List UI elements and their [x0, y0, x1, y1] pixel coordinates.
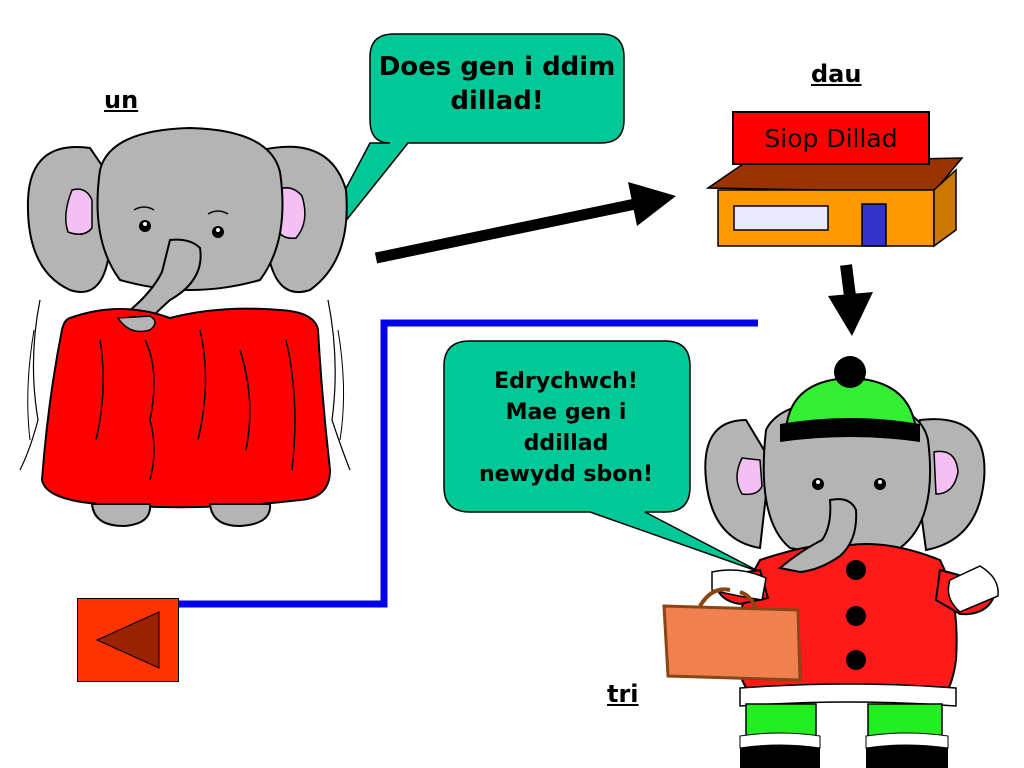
bubble-two-line-1: Edrychwch!: [494, 369, 638, 394]
path-line: [179, 319, 758, 608]
bubble-two-line-2: Mae gen i: [505, 400, 627, 425]
arrow-down-icon: [828, 264, 873, 336]
clothes-shop: [705, 111, 964, 248]
shop-window: [733, 205, 829, 231]
bag: [662, 604, 802, 682]
bubble-two-line-3: ddillad: [523, 431, 609, 456]
dressed-elephant: [662, 356, 999, 768]
speech-bubble-two-text: Edrychwch! Mae gen i ddillad newydd sbon…: [448, 366, 684, 490]
label-two: dau: [811, 60, 862, 88]
shop-sign-text: Siop Dillad: [764, 123, 898, 153]
cold-elephant: [19, 126, 351, 528]
speech-bubble-one-text: Does gen i ddim dillad!: [378, 52, 616, 116]
label-one: un: [104, 86, 139, 114]
bubble-two-line-4: newydd sbon!: [478, 462, 654, 487]
shop-door: [861, 203, 887, 247]
back-button[interactable]: [77, 598, 179, 682]
speech-bubble-two: [443, 340, 761, 573]
speech-bubble-one: [295, 33, 625, 284]
back-triangle-icon: [77, 598, 179, 682]
label-three: tri: [607, 680, 639, 708]
arrow-to-shop-icon: [374, 182, 676, 264]
red-blanket: [40, 307, 332, 509]
shop-sign-board: [732, 111, 930, 165]
